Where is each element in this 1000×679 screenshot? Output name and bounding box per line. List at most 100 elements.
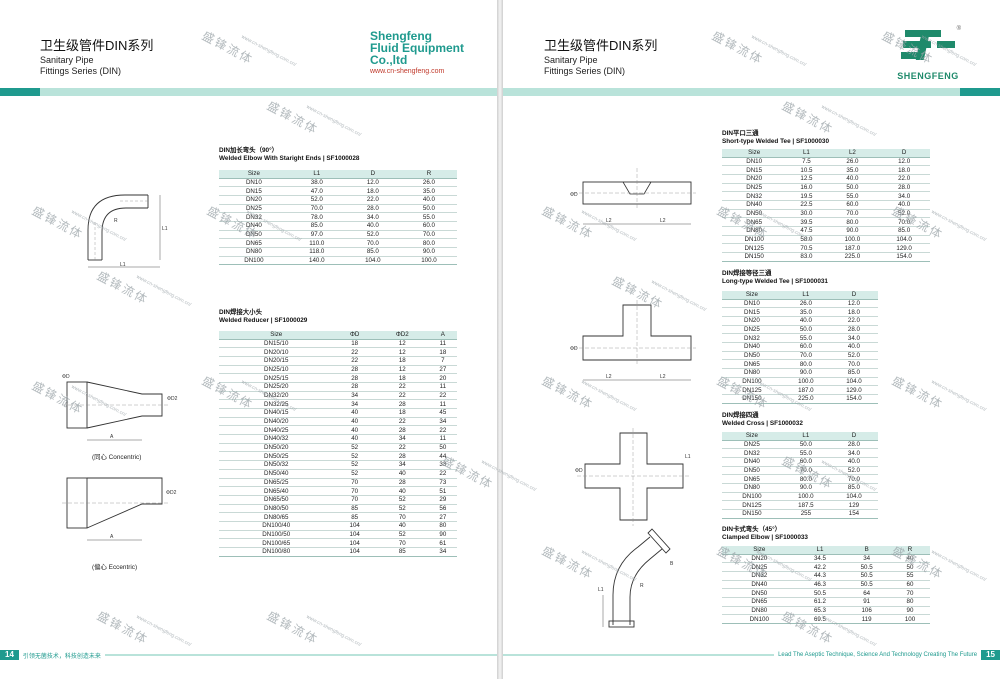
cross-heading: DIN焊接四通 Welded Cross | SF1000032 bbox=[722, 412, 803, 427]
table-cell: DN50 bbox=[722, 351, 782, 361]
table-cell: 34 bbox=[333, 391, 376, 401]
table-cell: 55 bbox=[889, 571, 930, 581]
table-cell: 70.0 bbox=[826, 209, 879, 219]
table-header-row: Size L1 D bbox=[722, 291, 878, 300]
table-cell: 60.0 bbox=[781, 342, 830, 352]
table-cell: DN150 bbox=[722, 509, 782, 519]
table-cell: 83.0 bbox=[786, 252, 827, 262]
table-cell: 52 bbox=[333, 469, 376, 479]
table-cell: 65.3 bbox=[796, 606, 844, 616]
table-cell: 47.0 bbox=[288, 186, 345, 196]
table-cell: 28 bbox=[333, 373, 376, 383]
table-header: Size bbox=[219, 331, 334, 340]
table-cell: 22 bbox=[375, 391, 429, 401]
left-title-cn: 卫生级管件DIN系列 bbox=[40, 38, 154, 53]
table-cell: 70 bbox=[889, 588, 930, 598]
table-cell: 52 bbox=[375, 530, 429, 540]
table-cell: 44 bbox=[428, 451, 457, 462]
table-cell: 70 bbox=[375, 538, 429, 548]
table-cell: 61 bbox=[428, 538, 457, 548]
table-header: L1 bbox=[288, 170, 345, 179]
svg-text:A: A bbox=[110, 534, 114, 540]
table-cell: 28.0 bbox=[344, 204, 401, 214]
table-cell: 40.0 bbox=[878, 200, 930, 210]
svg-text:ΦD: ΦD bbox=[575, 468, 583, 474]
table-cell: DN100 bbox=[722, 235, 787, 245]
table-cell: 100.0 bbox=[781, 377, 830, 387]
table-cell: 52.0 bbox=[344, 230, 401, 240]
table-cell: 18 bbox=[375, 408, 429, 418]
short-tee-heading: DIN平口三通 Short-type Welded Tee | SF100003… bbox=[722, 130, 830, 145]
table-cell: 29 bbox=[428, 495, 457, 505]
table-cell: 70.0 bbox=[829, 359, 878, 369]
table-cell: 40 bbox=[333, 417, 376, 427]
table-cell: DN100/50 bbox=[219, 530, 334, 540]
table-cell: 50.5 bbox=[843, 571, 890, 581]
table-cell: 104.0 bbox=[829, 492, 878, 502]
table-cell: 154.0 bbox=[878, 252, 930, 262]
table-header: L1 bbox=[781, 291, 830, 300]
table-cell: 40 bbox=[375, 469, 429, 479]
table-cell: DN65/50 bbox=[219, 495, 334, 505]
table-cell: DN100/80 bbox=[219, 547, 334, 557]
table-header-row: Size L1 B R bbox=[722, 546, 930, 555]
table-cell: 16.0 bbox=[786, 183, 827, 193]
table-cell: 80.0 bbox=[781, 359, 830, 369]
table-cell: 40.0 bbox=[829, 342, 878, 352]
table-cell: 85.0 bbox=[288, 221, 345, 231]
table-cell: DN50/40 bbox=[219, 469, 334, 479]
table-cell: 10.5 bbox=[786, 165, 827, 175]
table-cell: DN40 bbox=[722, 457, 782, 467]
table-header: Size bbox=[722, 546, 797, 555]
table-header: L1 bbox=[781, 432, 830, 441]
svg-text:L2: L2 bbox=[660, 218, 666, 224]
table-cell: 40.0 bbox=[400, 195, 457, 205]
table-cell: 70 bbox=[333, 478, 376, 488]
table-header: D bbox=[829, 432, 878, 441]
table-cell: 34.5 bbox=[796, 554, 844, 564]
table-cell: DN15/10 bbox=[219, 339, 334, 349]
svg-text:B: B bbox=[670, 561, 674, 567]
table-header: Size bbox=[722, 432, 782, 441]
table-cell: 18 bbox=[375, 356, 429, 366]
clamped-elbow-code: SF1000033 bbox=[774, 534, 808, 541]
table-cell: 34.0 bbox=[344, 212, 401, 222]
table-cell: 78.0 bbox=[288, 212, 345, 222]
long-tee-drawing: L2 L2 ΦD bbox=[568, 300, 698, 390]
concentric-label: (同心 Concentric) bbox=[92, 454, 142, 461]
table-cell: DN100 bbox=[722, 614, 797, 624]
eccentric-label: (偏心 Eccentric) bbox=[92, 564, 138, 571]
table-cell: DN80 bbox=[722, 368, 782, 378]
table-cell: 28.0 bbox=[829, 440, 878, 450]
table-header: L1 bbox=[786, 149, 827, 158]
table-cell: 40 bbox=[375, 521, 429, 531]
table-cell: 18 bbox=[428, 347, 457, 357]
table-cell: 22.0 bbox=[344, 195, 401, 205]
table-cell: 34.0 bbox=[829, 448, 878, 458]
table-cell: DN25 bbox=[722, 325, 782, 335]
table-cell: DN125 bbox=[722, 243, 787, 254]
table-cell: 85 bbox=[375, 547, 429, 557]
table-cell: 97.0 bbox=[288, 230, 345, 240]
table-cell: 104 bbox=[333, 538, 376, 548]
table-cell: 90.0 bbox=[400, 247, 457, 257]
table-cell: 55.0 bbox=[781, 448, 830, 458]
reducer-title-cn: DIN焊接大小头 bbox=[219, 309, 262, 316]
table-cell: 85.0 bbox=[878, 226, 930, 236]
